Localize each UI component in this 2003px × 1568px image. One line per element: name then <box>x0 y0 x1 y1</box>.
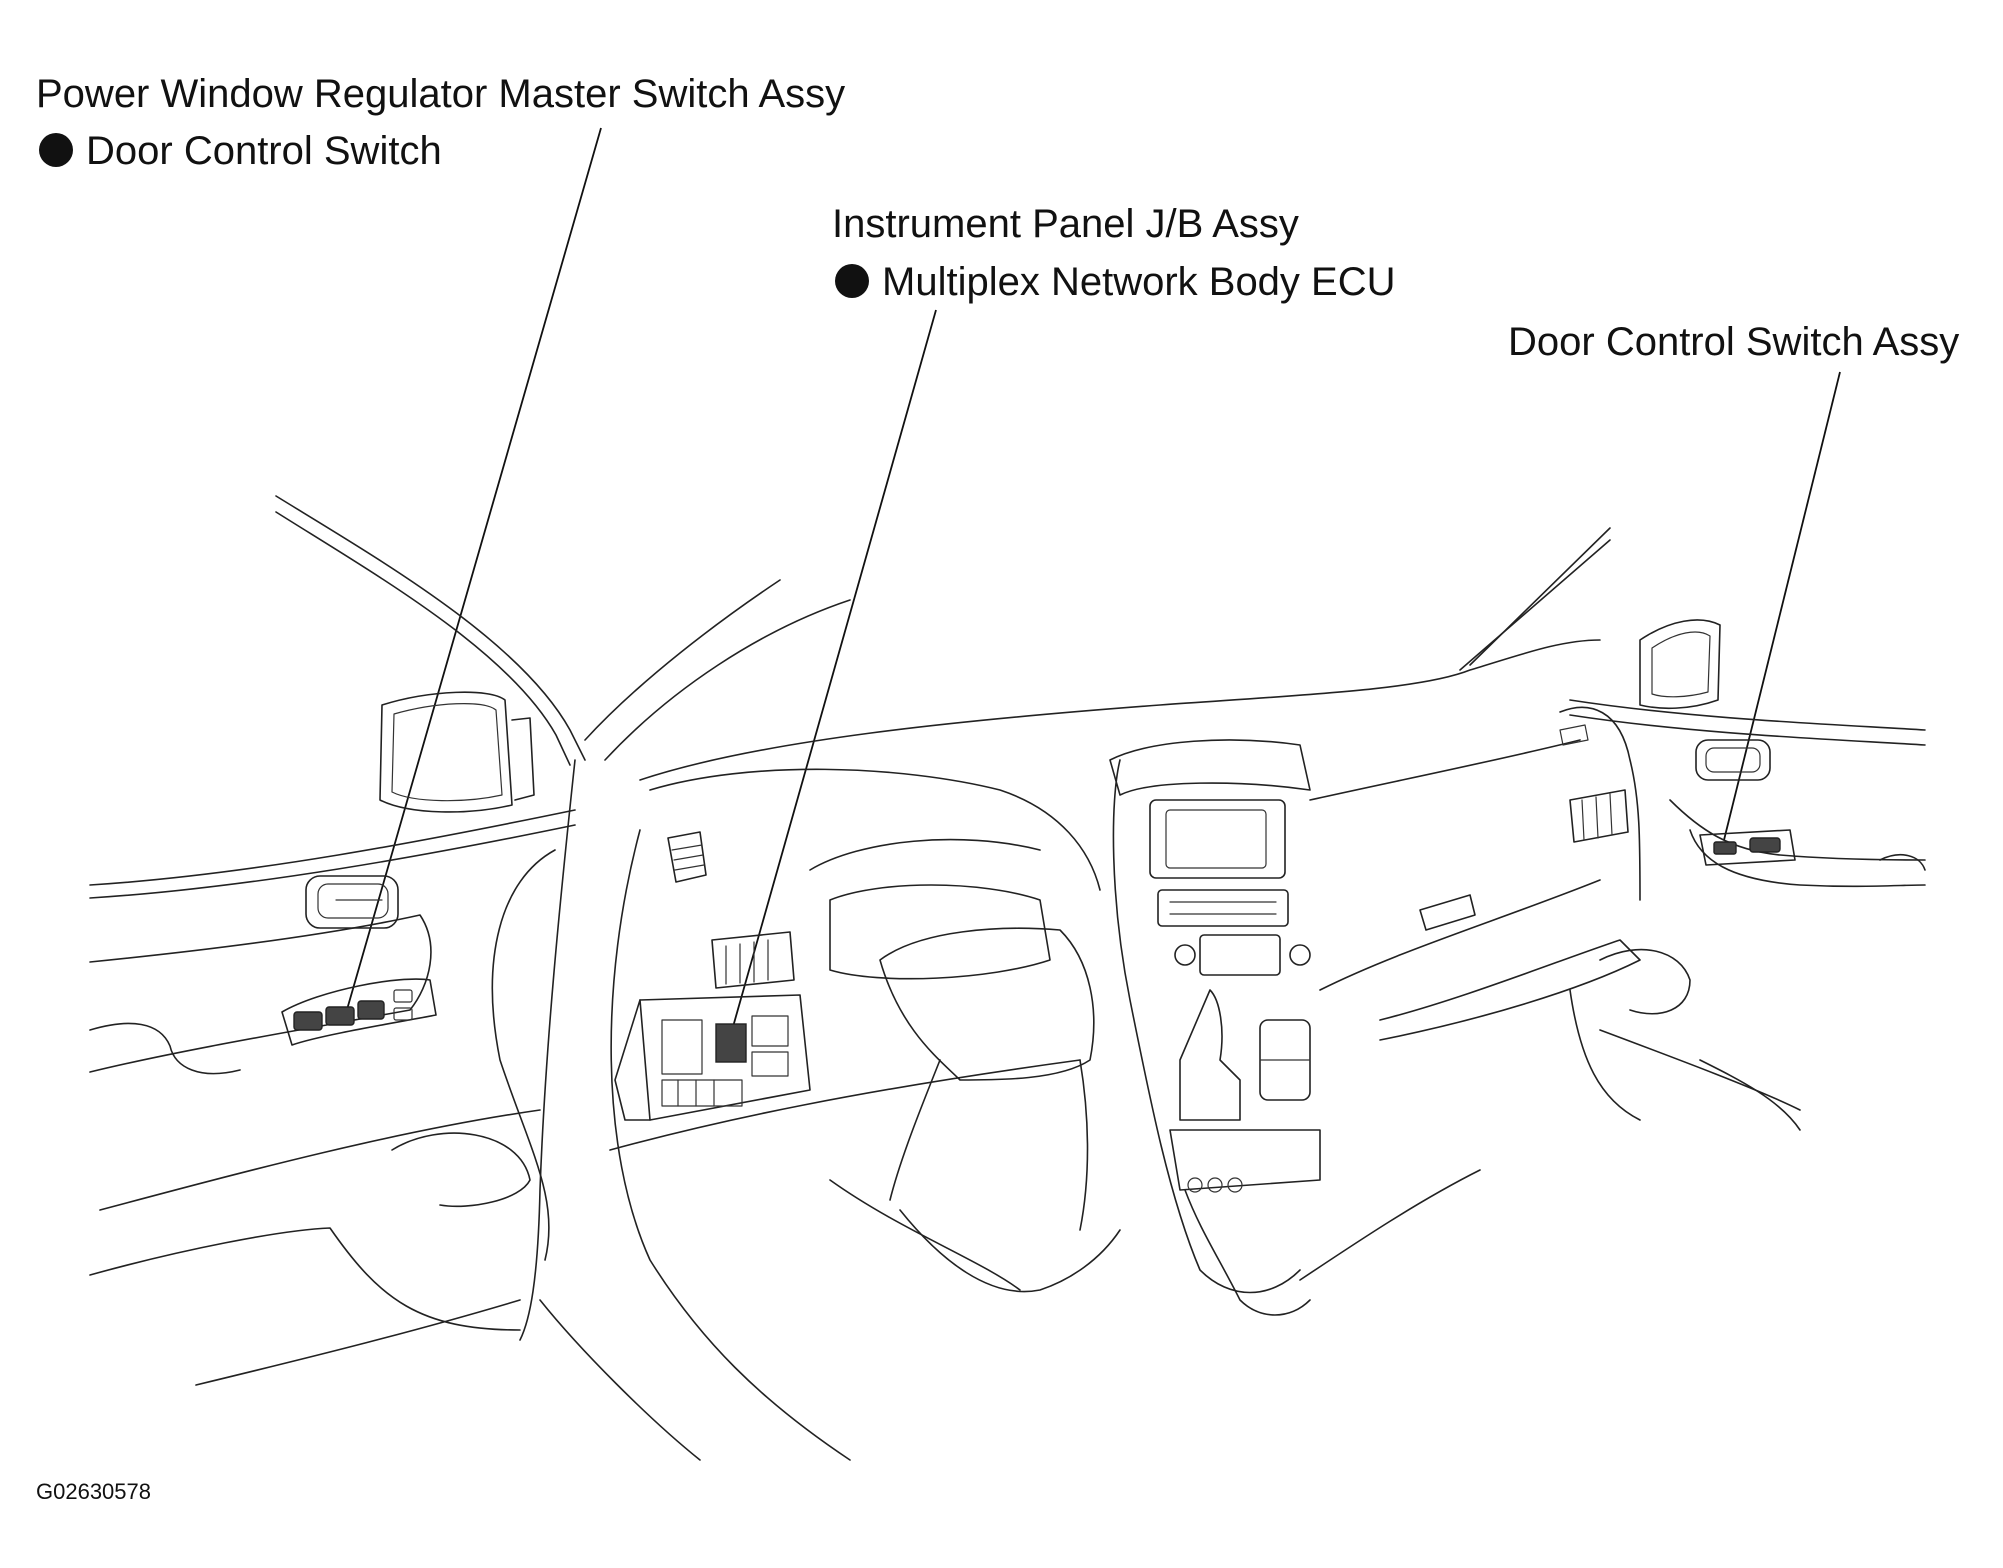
passenger-mirror <box>1639 619 1721 710</box>
bullet-icon <box>39 133 73 167</box>
passenger-door <box>1569 619 1926 1131</box>
bullet-icon <box>835 264 869 298</box>
callout-instrument-panel-sub: Multiplex Network Body ECU <box>882 260 1396 304</box>
callout-master-switch: Power Window Regulator Master Switch Ass… <box>36 72 845 173</box>
driver-door-handle <box>305 875 399 929</box>
dashboard <box>609 527 1641 1316</box>
leader-line-master-switch <box>343 127 602 1021</box>
driver-door <box>89 495 586 1386</box>
callout-passenger-switch: Door Control Switch Assy <box>1508 320 1959 364</box>
callout-passenger-switch-name: Door Control Switch Assy <box>1508 320 1959 364</box>
callout-instrument-panel: Instrument Panel J/B Assy Multiplex Netw… <box>832 202 1396 304</box>
a-pillar <box>584 579 781 741</box>
door-opening <box>610 829 851 1461</box>
passenger-switch-panel <box>1699 829 1796 866</box>
callout-master-switch-sub: Door Control Switch <box>86 129 442 173</box>
junction-block <box>614 994 811 1121</box>
figure-code: G02630578 <box>36 1479 151 1504</box>
glovebox-latch <box>1419 894 1476 931</box>
driver-mirror <box>379 691 535 813</box>
center-stack <box>1109 739 1321 1316</box>
callout-master-switch-name: Power Window Regulator Master Switch Ass… <box>36 72 845 116</box>
master-switch-panel <box>281 978 437 1046</box>
passenger-door-handle <box>1695 739 1771 781</box>
leader-line-passenger-switch <box>1723 371 1841 841</box>
leader-line-instrument-panel <box>726 309 937 1049</box>
left-vent <box>667 831 707 883</box>
floor-line <box>829 1179 1021 1291</box>
right-vent <box>1569 789 1629 843</box>
center-left-vent <box>711 931 795 989</box>
callout-instrument-panel-name: Instrument Panel J/B Assy <box>832 202 1299 246</box>
